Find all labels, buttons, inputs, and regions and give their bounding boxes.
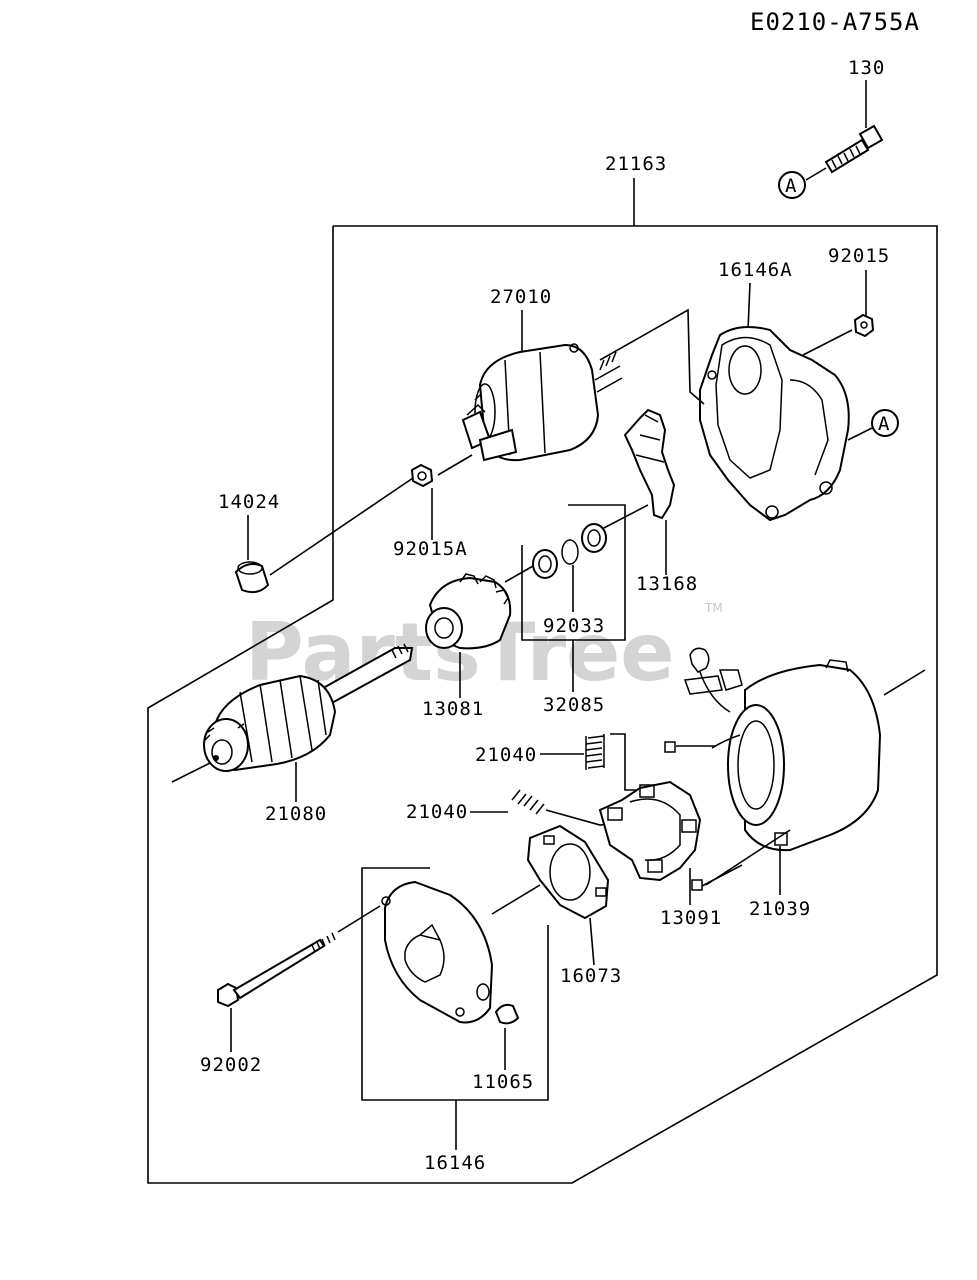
nut-92015A bbox=[410, 463, 434, 540]
kit-bracket-16146 bbox=[361, 867, 549, 1101]
svg-text:A: A bbox=[878, 413, 890, 435]
part-label-21080[interactable]: 21080 bbox=[265, 803, 327, 825]
part-label-130[interactable]: 130 bbox=[848, 57, 885, 79]
part-label-16146A[interactable]: 16146A bbox=[718, 259, 793, 281]
end-cover-16146 bbox=[381, 880, 494, 1024]
part-label-13091[interactable]: 13091 bbox=[660, 907, 722, 929]
leader-27010-housing bbox=[599, 308, 705, 405]
part-label-21040-lower[interactable]: 21040 bbox=[406, 801, 468, 823]
part-label-32085[interactable]: 32085 bbox=[543, 694, 605, 716]
part-label-16146[interactable]: 16146 bbox=[424, 1152, 486, 1174]
yoke-21039 bbox=[664, 647, 926, 895]
part-label-14024[interactable]: 14024 bbox=[218, 491, 280, 513]
part-label-92033[interactable]: 92033 bbox=[543, 615, 605, 637]
through-bolt-92002 bbox=[217, 905, 381, 1052]
part-label-11065[interactable]: 11065 bbox=[472, 1071, 534, 1093]
clutch-13081 bbox=[425, 565, 534, 698]
part-label-16073[interactable]: 16073 bbox=[560, 965, 622, 987]
bolt-130 bbox=[805, 80, 884, 181]
watermark-tm: TM bbox=[704, 601, 723, 615]
part-label-92015A[interactable]: 92015A bbox=[393, 538, 468, 560]
screw-11065 bbox=[494, 1003, 520, 1070]
nut-92015 bbox=[802, 270, 875, 356]
ref-marker-a-top: A bbox=[778, 171, 806, 199]
solenoid-27010 bbox=[437, 310, 623, 476]
part-label-21040-upper[interactable]: 21040 bbox=[475, 744, 537, 766]
part-label-27010[interactable]: 27010 bbox=[490, 286, 552, 308]
washer-set-92033 bbox=[532, 523, 607, 612]
fork-lever-13168 bbox=[599, 408, 676, 575]
brush-holder-13091 bbox=[598, 780, 702, 905]
diagram-code: E0210-A755A bbox=[750, 8, 920, 36]
ref-marker-a-housing: A bbox=[871, 409, 899, 437]
part-label-21039[interactable]: 21039 bbox=[749, 898, 811, 920]
assembly-frame bbox=[147, 225, 938, 1184]
kit-bracket-32085 bbox=[521, 504, 626, 641]
front-housing-16146A bbox=[699, 282, 873, 522]
spring-21040-upper bbox=[540, 733, 640, 791]
cap-14024 bbox=[234, 477, 414, 594]
plate-16073 bbox=[491, 824, 610, 966]
part-label-13081[interactable]: 13081 bbox=[422, 698, 484, 720]
part-label-92002[interactable]: 92002 bbox=[200, 1054, 262, 1076]
svg-text:A: A bbox=[785, 175, 797, 197]
armature-21080 bbox=[171, 643, 414, 802]
part-label-92015[interactable]: 92015 bbox=[828, 245, 890, 267]
part-label-21163[interactable]: 21163 bbox=[605, 153, 667, 175]
part-label-13168[interactable]: 13168 bbox=[636, 573, 698, 595]
